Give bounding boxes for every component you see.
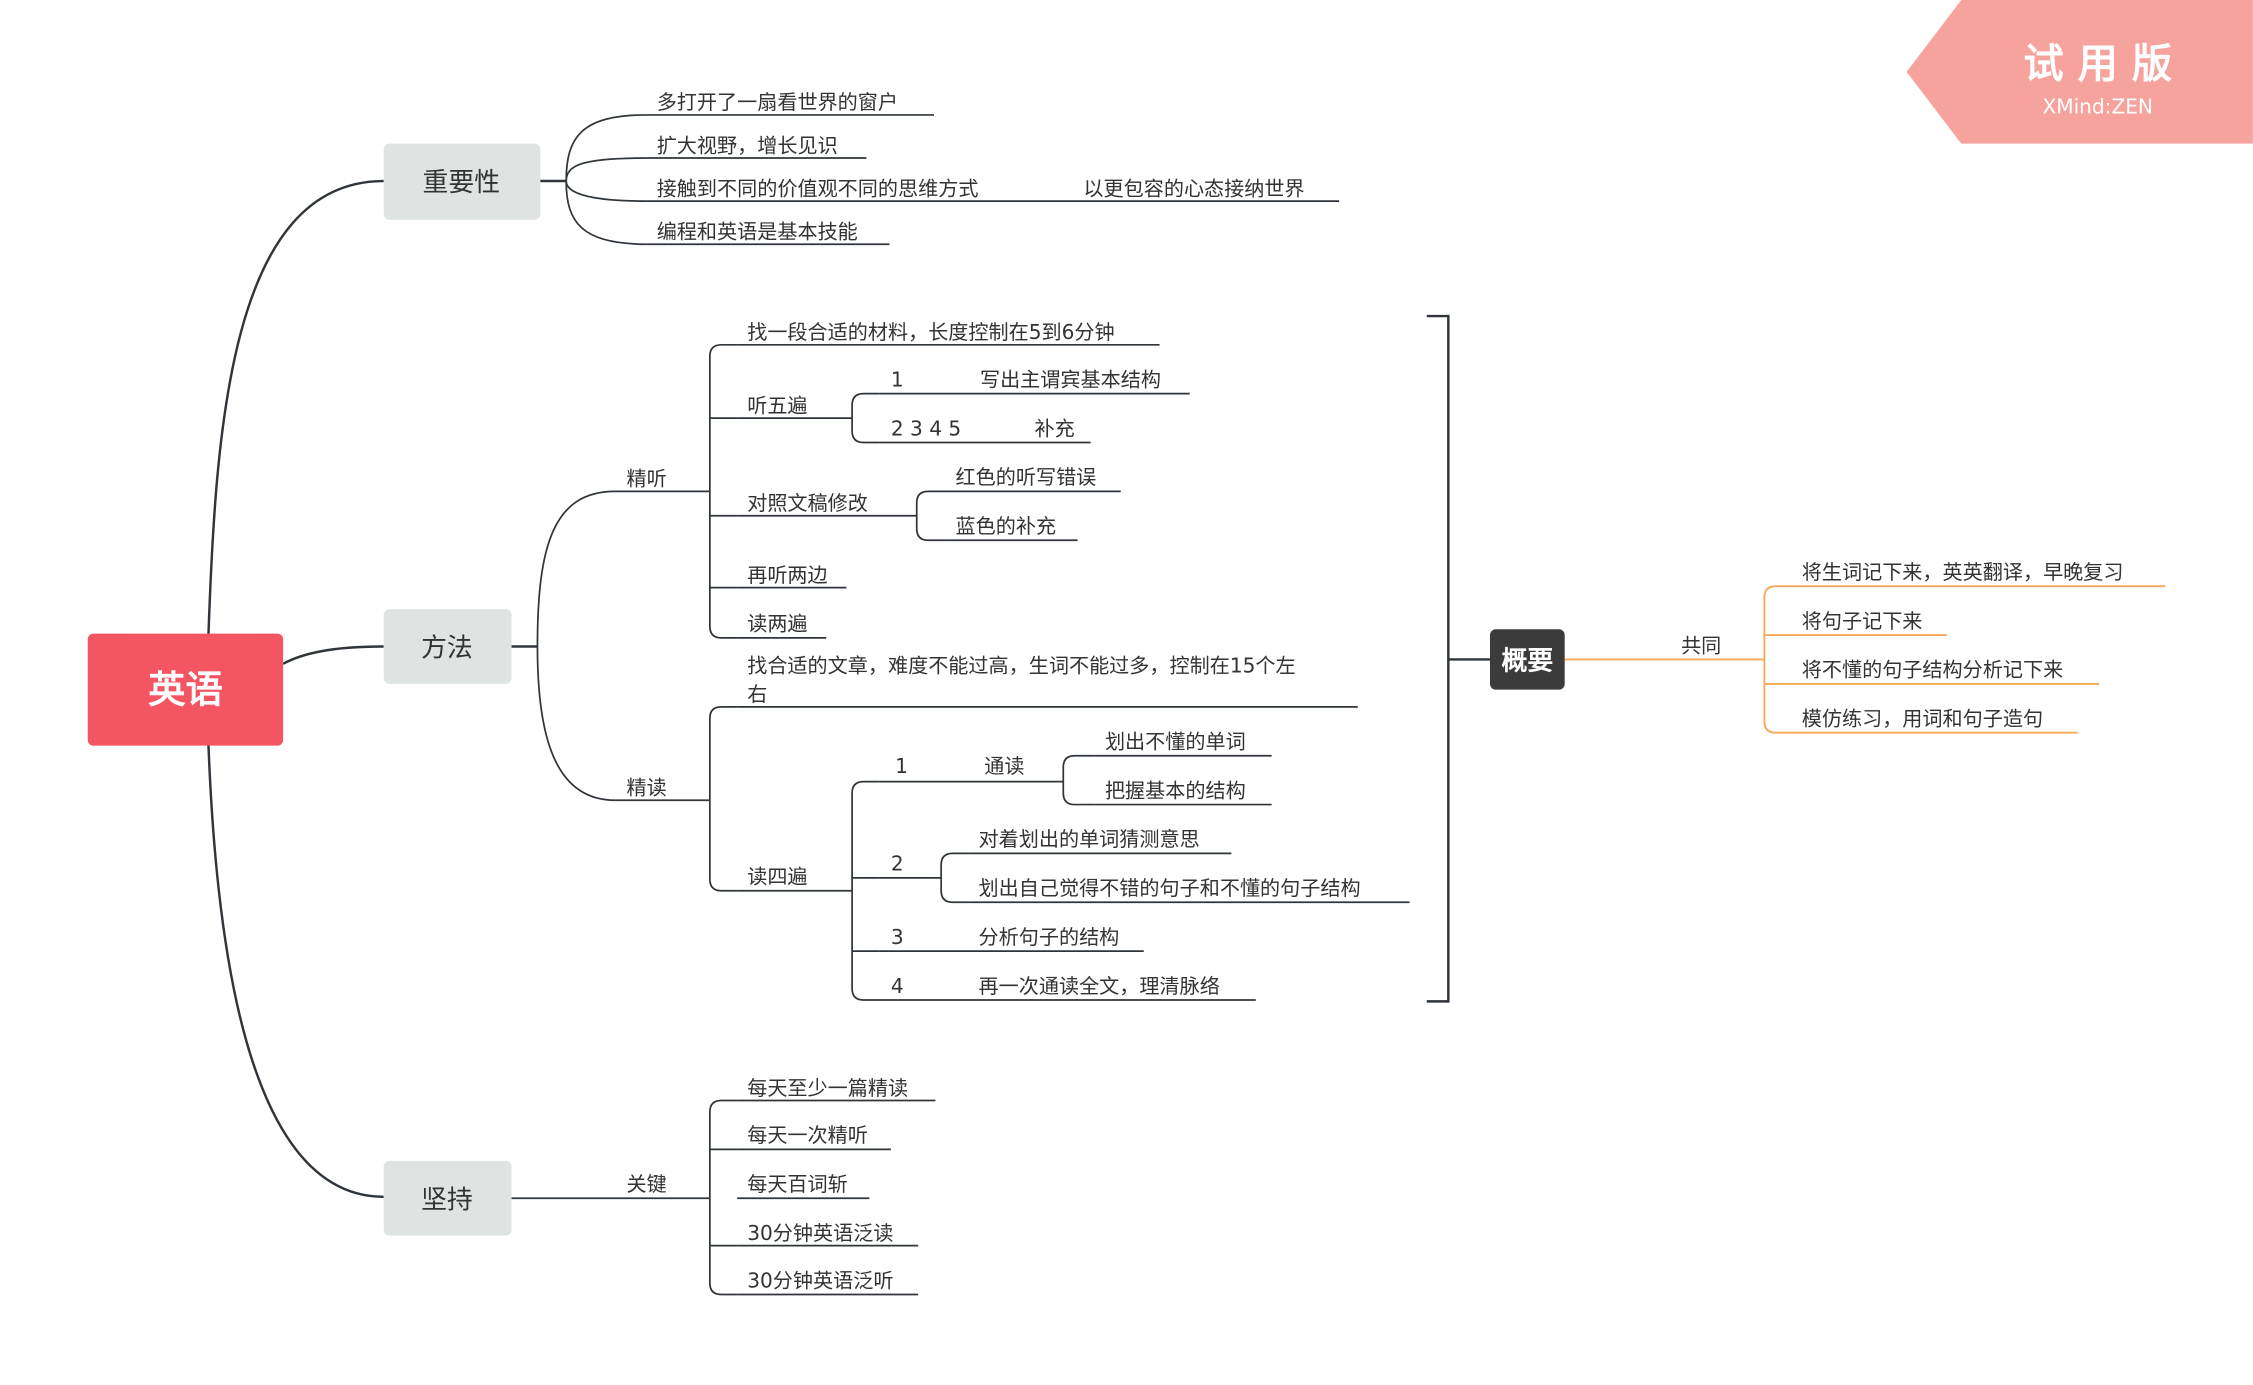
summary-item-3[interactable]: 将不懂的句子结构分析记下来 bbox=[1802, 658, 2063, 682]
listening-step-1[interactable]: 找一段合适的材料，长度控制在5到6分钟 bbox=[747, 320, 1114, 344]
branch-persist: 坚持 关键 每天至少一篇精读 每天一次精听 每天百词斩 30分钟英语泛读 30分… bbox=[383, 1076, 936, 1296]
persist-label: 坚持 bbox=[421, 1185, 473, 1215]
branch-method: 方法 精听 精读 找一段合适的材料，长度控制在5到6分钟 听五遍 对照文稿修改 … bbox=[383, 320, 1410, 1001]
main-connectors bbox=[207, 179, 384, 1199]
persist-item-5[interactable]: 30分钟英语泛听 bbox=[747, 1268, 893, 1292]
importance-item-4[interactable]: 编程和英语是基本技能 bbox=[657, 219, 858, 243]
importance-label: 重要性 bbox=[423, 168, 501, 198]
importance-node[interactable] bbox=[383, 143, 541, 220]
listening-step-4[interactable]: 再听两边 bbox=[747, 563, 827, 587]
read-four-p3-text[interactable]: 分析句子的结构 bbox=[979, 925, 1120, 949]
listening-label[interactable]: 精听 bbox=[627, 467, 667, 491]
branch-importance: 重要性 多打开了一扇看世界的窗户 扩大视野，增长见识 接触到不同的价值观不同的思… bbox=[383, 90, 1340, 246]
importance-item-1[interactable]: 多打开了一扇看世界的窗户 bbox=[657, 90, 898, 114]
watermark-ribbon bbox=[1906, 0, 2253, 144]
persist-item-2[interactable]: 每天一次精听 bbox=[747, 1123, 868, 1147]
read-four-p4-text[interactable]: 再一次通读全文，理清脉络 bbox=[979, 974, 1220, 998]
read-four-p3: 3 bbox=[891, 925, 904, 949]
trial-watermark: 试 用 版 XMind:ZEN bbox=[1906, 0, 2253, 144]
persist-item-4[interactable]: 30分钟英语泛读 bbox=[747, 1221, 893, 1245]
method-node[interactable] bbox=[383, 609, 512, 684]
central-topic-box bbox=[87, 633, 284, 746]
read-four-p1-label[interactable]: 通读 bbox=[984, 754, 1024, 778]
listening-step-5[interactable]: 读两遍 bbox=[747, 612, 807, 636]
listen-five-n1: 1 bbox=[891, 367, 904, 391]
skim-a[interactable]: 划出不懂的单词 bbox=[1105, 730, 1246, 754]
listen-five-n2: 2 3 4 5 bbox=[891, 416, 961, 440]
skim-b[interactable]: 把握基本的结构 bbox=[1105, 778, 1246, 802]
listen-five-n1-text[interactable]: 写出主谓宾基本结构 bbox=[980, 367, 1161, 391]
compare-blue[interactable]: 蓝色的补充 bbox=[956, 514, 1057, 538]
reading-step-1-line2: 右 bbox=[747, 682, 767, 706]
summary-bracket bbox=[1426, 314, 1450, 1003]
watermark-title: 试 用 版 bbox=[2023, 42, 2172, 88]
reading-step-1-line1[interactable]: 找合适的文章，难度不能过高，生词不能过多，控制在15个左 bbox=[747, 653, 1295, 677]
listen-five-n2-text[interactable]: 补充 bbox=[1035, 416, 1075, 440]
compare-red[interactable]: 红色的听写错误 bbox=[956, 465, 1097, 489]
summary-item-2[interactable]: 将句子记下来 bbox=[1802, 609, 1923, 633]
p2-b[interactable]: 划出自己觉得不错的句子和不懂的句子结构 bbox=[979, 876, 1361, 900]
summary-item-1[interactable]: 将生词记下来，英英翻译，早晚复习 bbox=[1802, 560, 2124, 584]
listening-step-2[interactable]: 听五遍 bbox=[747, 393, 807, 417]
persist-key[interactable]: 关键 bbox=[627, 1172, 667, 1196]
watermark-subtitle: XMind:ZEN bbox=[2042, 95, 2153, 119]
summary-group: 概要 共同 将生词记下来，英英翻译，早晚复习 将句子记下来 将不懂的句子结构分析… bbox=[1426, 314, 2166, 1003]
summary-node[interactable] bbox=[1489, 629, 1565, 690]
read-four-p2: 2 bbox=[891, 852, 904, 876]
persist-item-3[interactable]: 每天百词斩 bbox=[747, 1172, 848, 1196]
read-four-p1: 1 bbox=[895, 754, 908, 778]
importance-item-2[interactable]: 扩大视野，增长见识 bbox=[657, 133, 838, 157]
importance-item-3[interactable]: 接触到不同的价值观不同的思维方式 bbox=[657, 176, 979, 200]
central-topic[interactable]: 英语 bbox=[87, 633, 284, 746]
summary-label: 概要 bbox=[1501, 647, 1553, 677]
reading-step-2[interactable]: 读四遍 bbox=[747, 865, 807, 889]
read-four-p4: 4 bbox=[891, 974, 904, 998]
reading-label[interactable]: 精读 bbox=[627, 776, 667, 800]
summary-common[interactable]: 共同 bbox=[1681, 633, 1721, 657]
method-label: 方法 bbox=[421, 634, 473, 664]
central-topic-label: 英语 bbox=[148, 668, 223, 712]
p2-a[interactable]: 对着划出的单词猜测意思 bbox=[979, 827, 1200, 851]
listening-step-3[interactable]: 对照文稿修改 bbox=[747, 491, 868, 515]
persist-node[interactable] bbox=[383, 1160, 512, 1236]
importance-subitem[interactable]: 以更包容的心态接纳世界 bbox=[1083, 176, 1304, 200]
persist-item-1[interactable]: 每天至少一篇精读 bbox=[747, 1076, 908, 1100]
summary-item-4[interactable]: 模仿练习，用词和句子造句 bbox=[1802, 707, 2043, 731]
